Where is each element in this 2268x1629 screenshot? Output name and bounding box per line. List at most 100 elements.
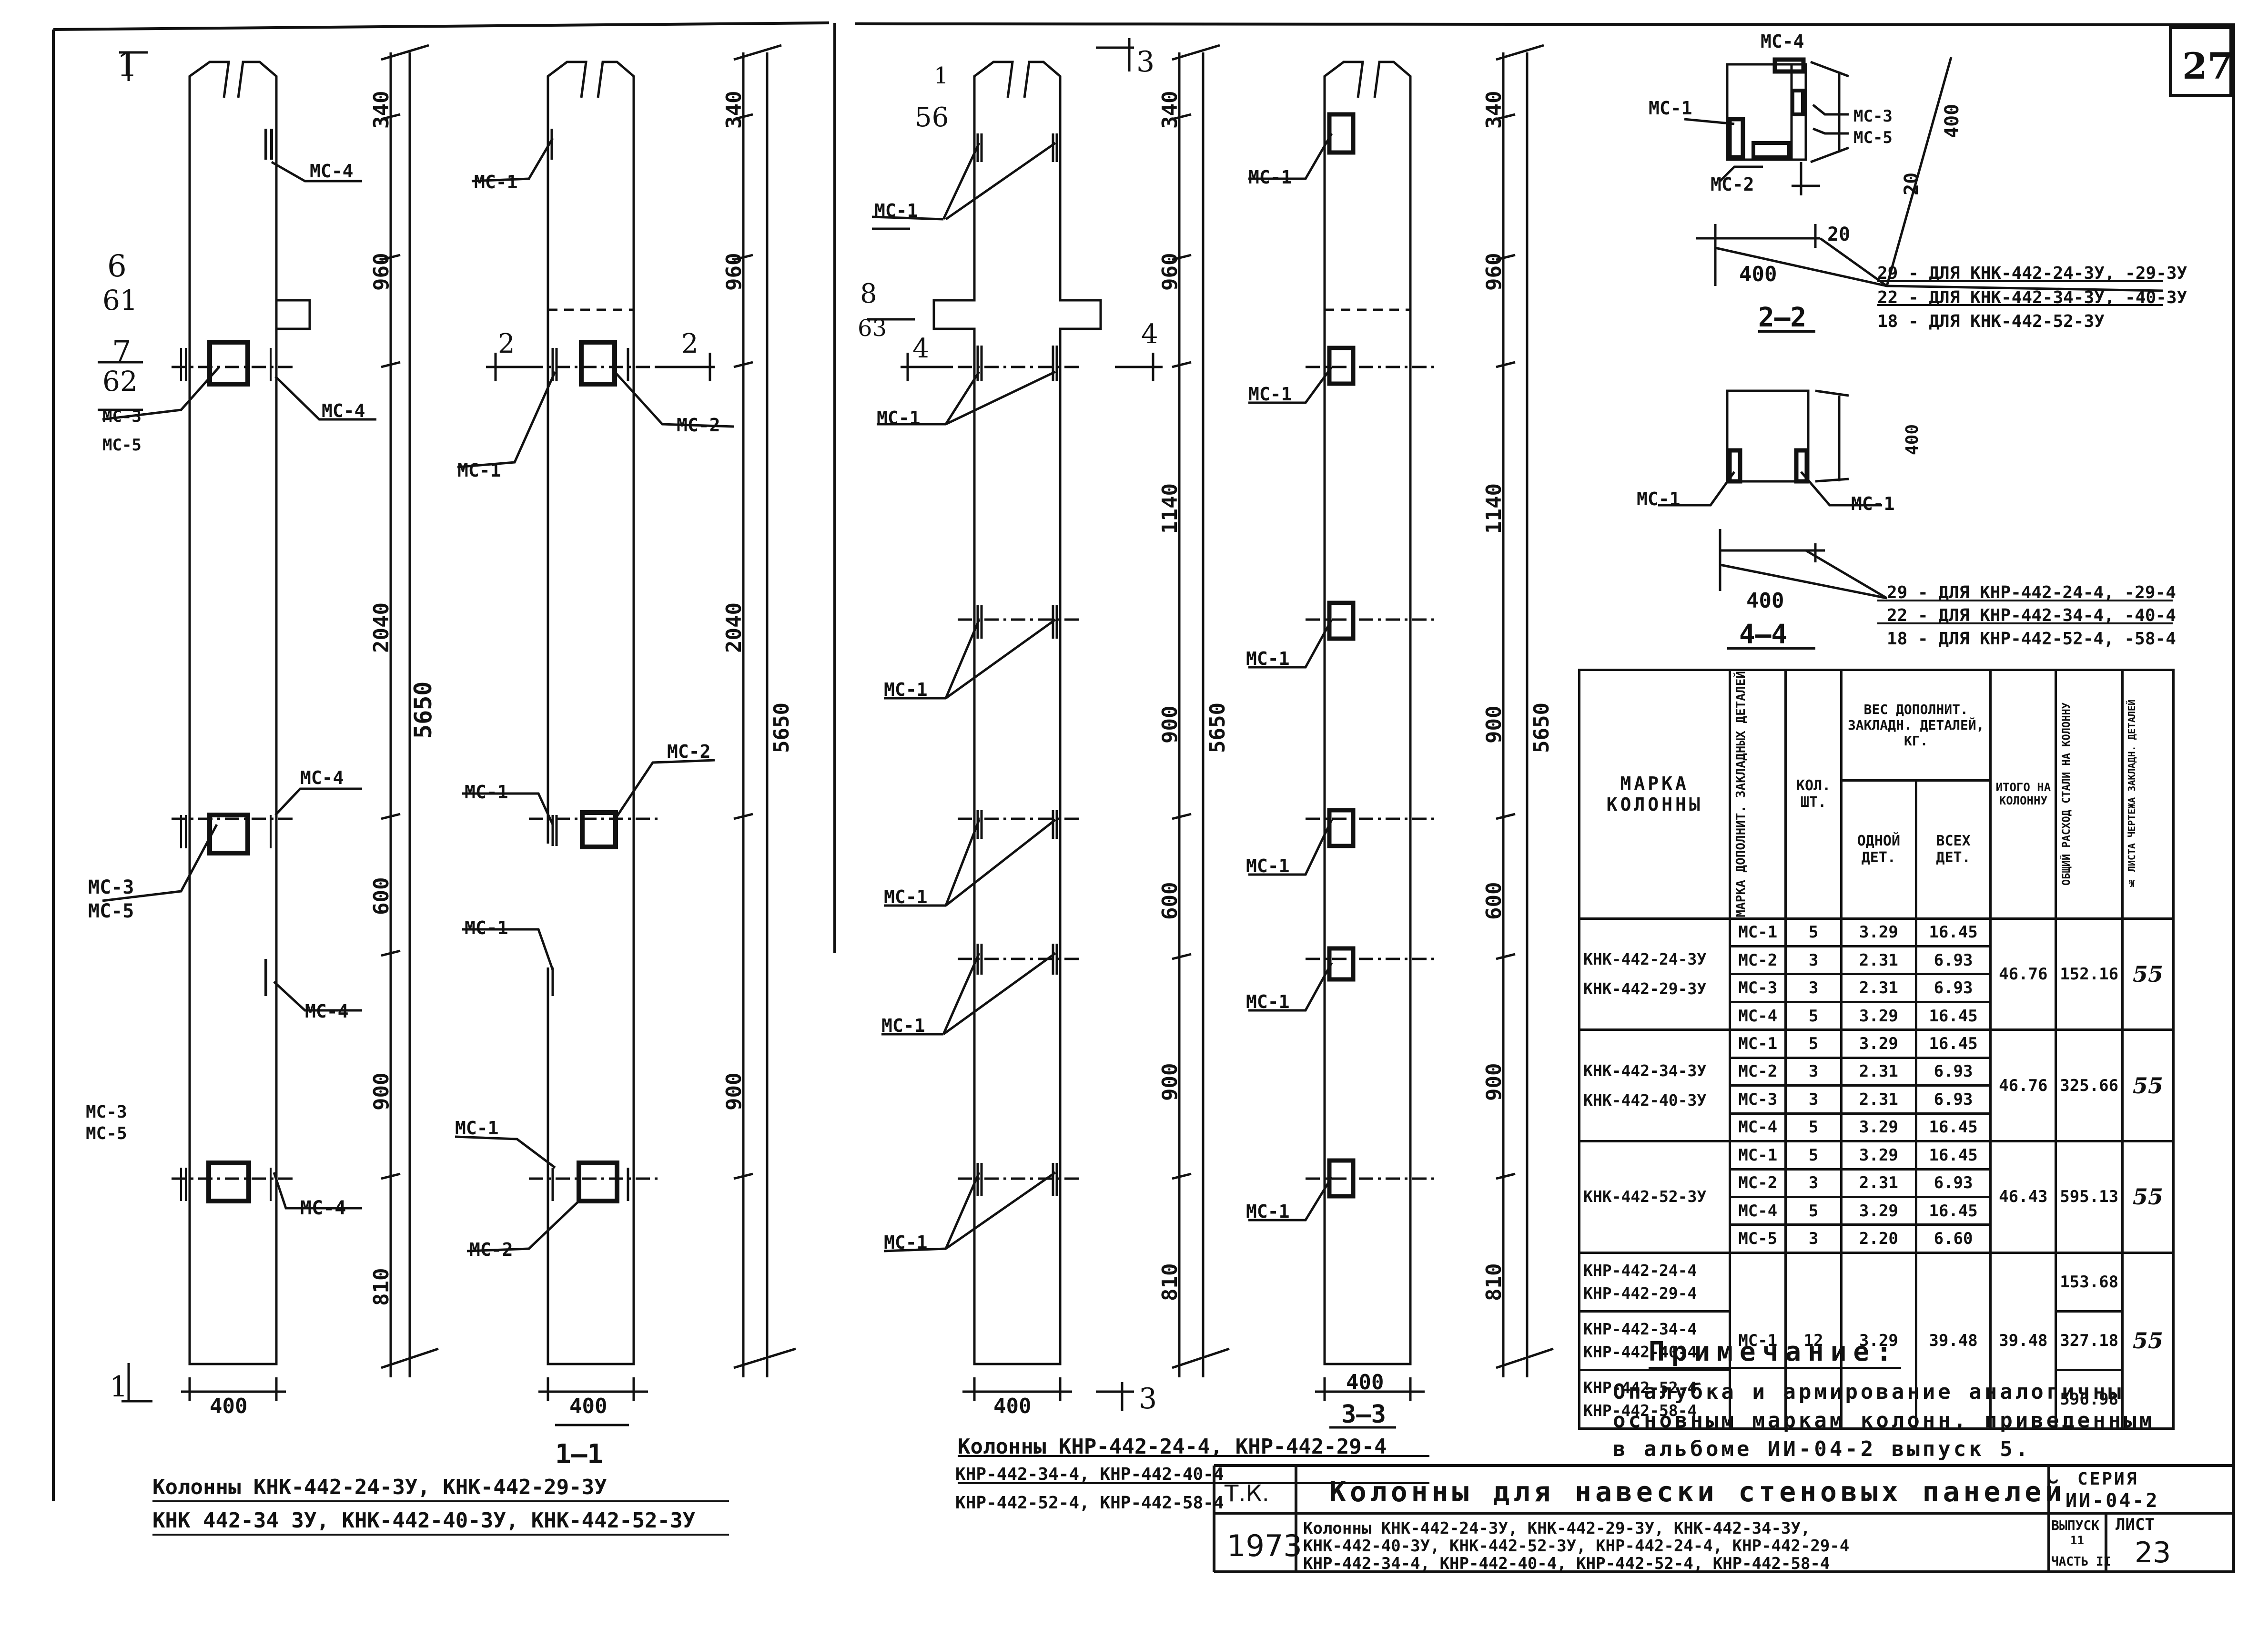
svg-text:3—3: 3—3 [1341, 1400, 1386, 1429]
table-cell: 3.29 [1840, 1140, 1917, 1171]
table-cell: 16.45 [1914, 1000, 1992, 1031]
svg-text:8: 8 [860, 278, 877, 309]
svg-text:4: 4 [1141, 319, 1158, 350]
svg-text:340: 340 [1482, 91, 1506, 129]
section-2-2-drawing [1684, 57, 2164, 333]
svg-text:810: 810 [1482, 1263, 1506, 1301]
svg-text:340: 340 [369, 91, 394, 129]
svg-text:МС-1: МС-1 [1246, 1201, 1290, 1222]
svg-text:МС-5: МС-5 [102, 436, 142, 455]
th-total: ИТОГО НА КОЛОННУ [1989, 669, 2057, 920]
column-mark: КНК-442-52-3У [1583, 1187, 1707, 1206]
svg-text:1: 1 [117, 45, 138, 84]
cell-steel: 153.68 [2055, 1251, 2124, 1313]
svg-text:56: 56 [915, 102, 949, 133]
svg-text:900: 900 [1482, 1063, 1506, 1101]
svg-text:МС-4: МС-4 [322, 400, 365, 421]
svg-text:900: 900 [1158, 1063, 1182, 1101]
svg-text:МС-1: МС-1 [874, 200, 918, 221]
svg-text:2040: 2040 [369, 602, 394, 653]
svg-text:20: 20 [1827, 224, 1850, 245]
table-cell: 2.20 [1840, 1223, 1917, 1254]
svg-text:4: 4 [912, 333, 930, 364]
svg-text:400: 400 [1941, 104, 1963, 138]
title-block-text: Т.К. 1973 Колонны для навески стеновых п… [1224, 1469, 2171, 1573]
table-cell: 5 [1784, 1195, 1843, 1226]
svg-text:2: 2 [498, 328, 515, 359]
svg-text:600: 600 [1482, 882, 1506, 920]
svg-text:1—1: 1—1 [555, 1439, 603, 1470]
svg-text:МС-1: МС-1 [1246, 648, 1290, 669]
caption-right-2: КНР-442-34-4, КНР-442-40-4 [955, 1465, 1224, 1484]
sheet-frame [52, 21, 2235, 1573]
cell-all: 39.48 [1914, 1251, 1992, 1430]
table-cell: 3.29 [1840, 1112, 1917, 1143]
table-cell: 16.45 [1914, 1112, 1992, 1143]
table-cell: 5 [1784, 917, 1843, 948]
table-cell: 5 [1784, 1028, 1843, 1059]
sheet-label: ЛИСТ [2116, 1515, 2155, 1534]
cell-total: 46.76 [1989, 917, 2057, 1031]
sheet-value: 23 [2135, 1536, 2171, 1569]
svg-text:810: 810 [369, 1268, 394, 1306]
table-cell: МС-4 [1729, 1000, 1787, 1031]
desc-line-1: Колонны КНК-442-24-3У, КНК-442-29-3У, КН… [1303, 1519, 1810, 1538]
svg-text:4—4: 4—4 [1739, 619, 1787, 650]
table-cell: 6.93 [1914, 945, 1992, 976]
cell-sheet-ref: 55 [2121, 1251, 2175, 1430]
table-cell: МС-3 [1729, 973, 1787, 1003]
svg-text:МС-3: МС-3 [102, 407, 142, 426]
svg-text:400: 400 [210, 1394, 247, 1418]
svg-text:400: 400 [1903, 424, 1922, 455]
column-4-text: 340 960 1140 900 5650 600 900 810 400 МС… [1246, 91, 1554, 1429]
svg-text:960: 960 [1158, 253, 1182, 291]
table-cell: 6.60 [1914, 1223, 1992, 1254]
column-4-drawing [1248, 44, 1554, 1429]
column-2-text: 340 960 2040 5650 900 400 2 2 МС-1 МС-1 … [455, 91, 794, 1470]
table-cell: 16.45 [1914, 1028, 1992, 1059]
table-cell: МС-2 [1729, 1056, 1787, 1087]
cell-sheet-ref: 55 [2121, 917, 2175, 1031]
svg-text:3: 3 [1136, 45, 1154, 79]
svg-text:МС-4: МС-4 [300, 1197, 346, 1219]
section-2-2-text: МС-4 МС-1 МС-3 МС-5 МС-2 400 20 20 400 2… [1649, 31, 2187, 333]
table-cell: 5 [1784, 1140, 1843, 1171]
svg-text:МС-4: МС-4 [1761, 31, 1804, 52]
cell-total: 46.43 [1989, 1140, 2057, 1254]
svg-text:600: 600 [369, 877, 394, 915]
table-cell: 2.31 [1840, 1056, 1917, 1087]
svg-text:МС-1: МС-1 [455, 1118, 499, 1139]
svg-text:МС-1: МС-1 [474, 172, 518, 193]
table-cell: 2.31 [1840, 1084, 1917, 1115]
svg-text:18 - ДЛЯ КНК-442-52-3У: 18 - ДЛЯ КНК-442-52-3У [1877, 312, 2105, 331]
svg-text:МС-5: МС-5 [86, 1124, 127, 1143]
spec-table: МАРКА КОЛОННЫ МАРКА ДОПОЛНИТ. ЗАКЛАДНЫХ … [1578, 669, 2175, 1430]
svg-text:2—2: 2—2 [1758, 302, 1806, 333]
column-2-drawing [455, 44, 796, 1426]
svg-text:МС-2: МС-2 [1711, 174, 1754, 195]
column-mark: КНР-442-24-4 [1583, 1261, 1697, 1280]
svg-text:900: 900 [369, 1073, 394, 1110]
svg-text:МС-4: МС-4 [310, 161, 354, 182]
svg-text:МС-1: МС-1 [457, 460, 501, 481]
svg-text:600: 600 [1158, 882, 1182, 920]
svg-text:900: 900 [722, 1073, 746, 1110]
column-mark: КНР-442-29-4 [1583, 1283, 1697, 1303]
table-cell: 16.45 [1914, 1195, 1992, 1226]
issue-label: ВЫПУСК [2051, 1517, 2099, 1533]
svg-text:МС-3: МС-3 [86, 1102, 127, 1122]
column-mark: КНК-442-34-3У [1583, 1061, 1707, 1080]
svg-text:6: 6 [107, 249, 127, 284]
th-mark: МАРКА КОЛОННЫ [1578, 669, 1731, 920]
svg-text:МС-5: МС-5 [88, 900, 134, 922]
